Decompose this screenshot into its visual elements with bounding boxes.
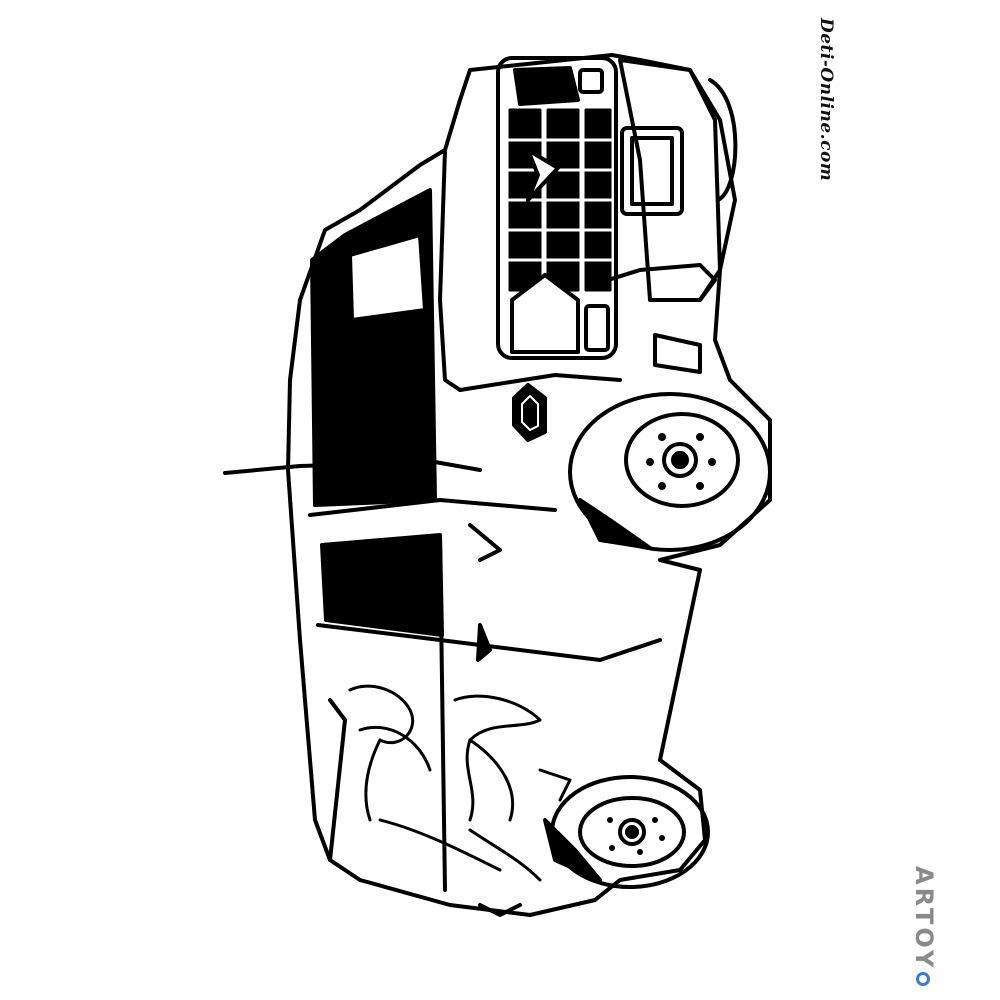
brand-watermark-text: ARTOY: [910, 866, 938, 971]
fender-badge: [512, 383, 547, 442]
cab-lower-line: [308, 498, 557, 517]
brand-watermark: ARTOY: [910, 866, 938, 987]
rear-hitch: [478, 903, 522, 917]
tow-rope: [606, 263, 717, 302]
bed-divider: [438, 538, 447, 892]
grille-headlight-top: [513, 66, 580, 106]
bumper-bracket: [653, 333, 702, 374]
horse-mural: [348, 684, 572, 882]
door-handle: [476, 623, 492, 662]
grille-bars: [503, 138, 614, 262]
grille-frame: [496, 56, 618, 360]
license-plate: [620, 126, 684, 216]
door-seam: [316, 623, 662, 662]
side-mirror-arm: [468, 523, 502, 562]
front-wheel-tire: [568, 392, 772, 552]
cab-front-line: [458, 373, 622, 392]
license-plate-inner: [630, 136, 674, 206]
front-wheel-hub: [662, 442, 698, 478]
tailgate-line: [328, 698, 347, 862]
rear-wheel-shadow: [543, 818, 602, 882]
brand-ring-icon: [916, 972, 930, 987]
windshield-glare: [348, 233, 427, 322]
grille-lamp-top: [578, 68, 604, 94]
truck-body-outline: [286, 53, 772, 917]
marker-lamp-lower: [584, 304, 610, 352]
headlight-lower: [510, 273, 580, 354]
front-wheel-arch: [708, 78, 738, 202]
front-wheel-shadow: [578, 498, 652, 550]
front-wheel-lugs: [646, 433, 716, 490]
rear-wheel-lugs: [607, 817, 665, 855]
rear-wheel-hub: [618, 818, 646, 846]
side-window: [320, 533, 444, 637]
grille-emblem: [526, 148, 560, 202]
hood-line: [438, 148, 462, 392]
site-watermark: Deti-Online.com: [816, 18, 836, 182]
wiper-arm: [223, 460, 482, 475]
